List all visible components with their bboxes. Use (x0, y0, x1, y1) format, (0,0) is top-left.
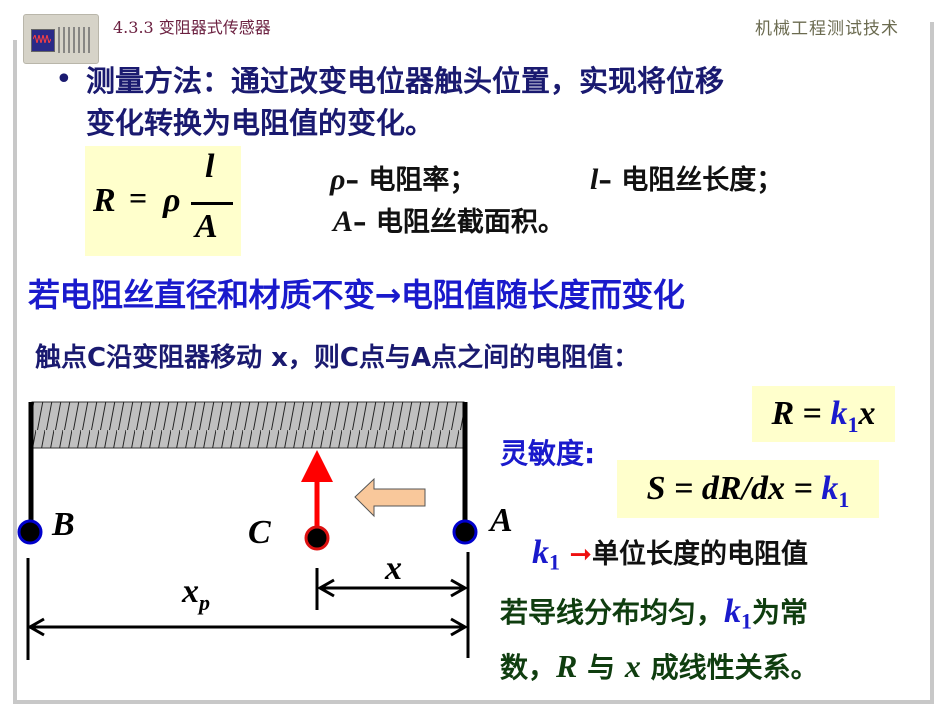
bullet-line-2: 变化转换为电阻值的变化。 (86, 106, 435, 140)
conclusion-text: 若导线分布均匀，k1为常 数，R 与 x 成线性关系。 (500, 593, 819, 684)
definition-a: A– 电阻丝截面积。 (333, 205, 565, 238)
resistance-formula: R = ρ l A (85, 146, 241, 256)
bullet-marker: • (55, 62, 73, 97)
terminal-a-icon (452, 519, 478, 545)
fraction-bar (191, 202, 233, 205)
wiper-contact-icon (304, 525, 330, 551)
sensitivity-label: 灵敏度: (500, 437, 596, 470)
terminal-b-icon (17, 519, 43, 545)
formula-lhs: R (93, 182, 116, 219)
resistor-body (31, 401, 465, 449)
slide-frame-right (930, 22, 934, 702)
formula-numerator: l (205, 148, 215, 185)
label-b: B (52, 506, 75, 543)
label-c: C (248, 514, 271, 551)
k1-meaning: k1 ➞单位长度的电阻值 (532, 534, 809, 575)
formula-rho: ρ (163, 182, 181, 219)
label-x: x (385, 550, 402, 587)
key-statement: 若电阻丝直径和材质不变→电阻值随长度而变化 (28, 276, 685, 314)
oscilloscope-icon (23, 14, 99, 64)
potentiometer-diagram: B C A x xp (0, 390, 513, 670)
sensitivity-formula: S = dR/dx = k1 (617, 460, 879, 518)
movement-arrow-icon (354, 477, 426, 518)
slide-frame-left (13, 40, 17, 703)
section-title: 4.3.3 变阻器式传感器 (113, 18, 271, 37)
definition-l: l– 电阻丝长度； (590, 163, 784, 196)
wiper-arrow-icon (301, 450, 333, 482)
formula-equals: = (129, 180, 148, 216)
definition-rho: ρ– 电阻率； (330, 163, 477, 196)
label-xp: xp (182, 573, 210, 615)
slide-frame-bottom (13, 700, 934, 704)
bullet-line-1: 测量方法：通过改变电位器触头位置，实现将位移 (86, 64, 725, 98)
red-arrow-icon: ➞ (569, 539, 593, 570)
contact-description: 触点C沿变阻器移动 x，则C点与A点之间的电阻值： (35, 343, 640, 373)
linear-formula: R = k1x (752, 386, 895, 442)
formula-denominator: A (195, 208, 218, 245)
label-a: A (490, 502, 513, 539)
course-title: 机械工程测试技术 (755, 19, 899, 39)
